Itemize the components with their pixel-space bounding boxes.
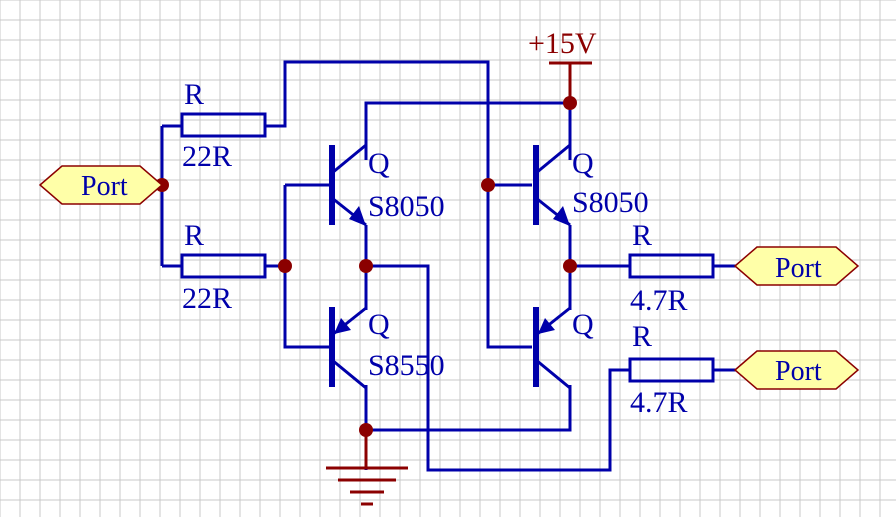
junction-dot [278, 259, 292, 273]
transistor-q-left-bottom [329, 306, 367, 390]
wire-r1-to-right-bases [265, 60, 532, 349]
port-right-top-shape[interactable] [733, 246, 860, 286]
transistor-q-left-top [329, 103, 368, 227]
r-bottom-left-value: 22R [182, 282, 232, 315]
q-left-top-part: S8050 [368, 190, 445, 223]
junction-dot [563, 96, 577, 110]
q-left-bottom-designator: Q [368, 308, 390, 341]
resistor-r-top-right [628, 253, 715, 279]
junction-dot [359, 423, 373, 437]
port-right-bottom-label: Port [775, 356, 822, 387]
emitter-arrow-icon [538, 318, 555, 334]
r-bottom-right-designator: R [632, 320, 652, 353]
r-top-left-value: 22R [182, 140, 232, 173]
power-label: +15V [528, 27, 597, 60]
emitter-arrow-icon [553, 206, 570, 226]
q-left-top-designator: Q [368, 147, 390, 180]
q-right-bottom-designator: Q [572, 308, 594, 341]
ground-icon [326, 430, 408, 506]
port-right-top-label: Port [775, 253, 822, 284]
wires [92, 60, 737, 472]
port-left-label: Port [81, 171, 128, 202]
resistor-r-bottom-left [180, 253, 267, 279]
junction-dot [481, 178, 495, 192]
q-left-bottom-part: S8550 [368, 349, 445, 382]
resistor-r-bottom-right [628, 357, 715, 383]
transistor-q-right-bottom [533, 306, 571, 390]
wire-right-bottom-emitter [366, 385, 572, 432]
junction-dot [563, 259, 577, 273]
wire-vcc-to-left-collector [364, 101, 570, 160]
port-left-shape[interactable] [38, 165, 164, 205]
emitter-arrow-icon [334, 318, 351, 334]
r-bottom-left-designator: R [184, 219, 204, 252]
resistor-r-top-left [180, 112, 267, 138]
wire-left-base-rail [283, 185, 332, 349]
r-bottom-right-value: 4.7R [630, 386, 688, 419]
q-right-top-designator: Q [572, 147, 594, 180]
port-right-bottom-shape[interactable] [733, 350, 860, 390]
transistor-q-right-top [533, 143, 571, 227]
wire-left-output-out [366, 264, 630, 472]
emitter-arrow-icon [349, 206, 366, 226]
junction-dot [359, 259, 373, 273]
r-top-left-designator: R [184, 78, 204, 111]
r-top-right-value: 4.7R [630, 284, 688, 317]
r-top-right-designator: R [632, 219, 652, 252]
q-right-top-part: S8050 [572, 186, 649, 219]
